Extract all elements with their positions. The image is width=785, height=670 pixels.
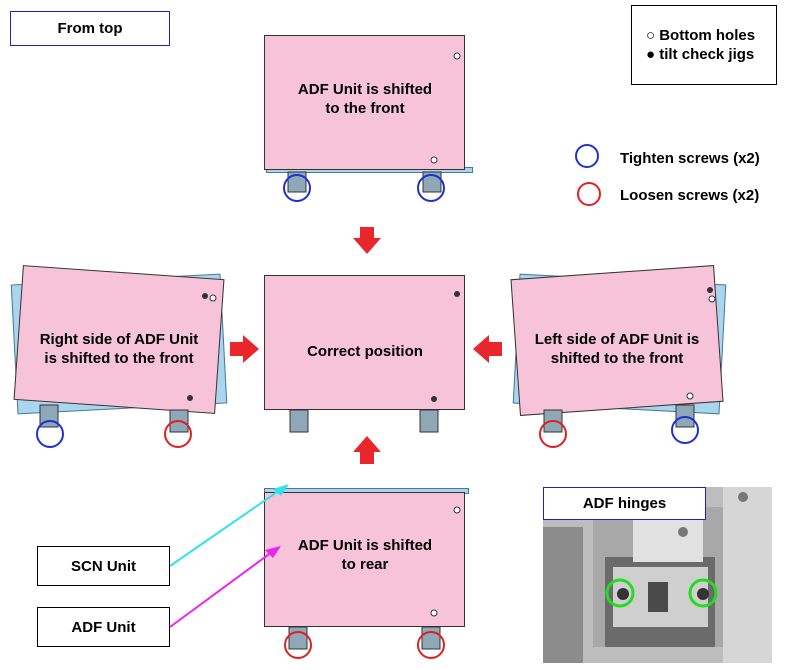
arrow-left-icon — [473, 335, 502, 363]
loosen-circle-icon — [577, 182, 601, 206]
adf-unit-label: ADF Unit — [37, 607, 170, 647]
arrow-down-icon — [353, 227, 381, 254]
tighten-screw-icon — [417, 174, 445, 202]
loosen-screw-icon — [164, 420, 192, 448]
adf-unit-bottom — [264, 492, 465, 627]
label-center: Correct position — [307, 343, 423, 360]
from-top-label: From top — [10, 11, 170, 46]
tighten-circle-icon — [575, 144, 599, 168]
jig-icon — [431, 396, 437, 402]
label-right: Left side of ADF Unit is shifted to the … — [534, 331, 700, 367]
hole-icon — [453, 52, 461, 60]
loosen-screw-icon — [539, 420, 567, 448]
legend-bottom-holes: ○ Bottom holes — [646, 27, 756, 44]
tighten-screw-icon — [36, 420, 64, 448]
jig-icon — [454, 291, 460, 297]
label-top: ADF Unit is shifted to the front — [297, 81, 433, 117]
loosen-legend: Loosen screws (x2) — [620, 187, 760, 204]
loosen-screw-icon — [417, 631, 445, 659]
arrow-up-icon — [353, 436, 381, 464]
adf-hinges-label: ADF hinges — [543, 487, 706, 520]
arrow-right-icon — [230, 335, 259, 363]
loosen-screw-icon — [284, 631, 312, 659]
scn-unit-label: SCN Unit — [37, 546, 170, 586]
label-left: Right side of ADF Unit is shifted to the… — [39, 331, 199, 367]
hinge-screw-circle-icon — [688, 578, 718, 608]
adf-unit-center — [264, 275, 465, 410]
legend-box: ○ Bottom holes ● tilt check jigs — [631, 5, 777, 85]
tighten-screw-icon — [671, 416, 699, 444]
hinges-photo — [543, 487, 772, 663]
legend-tilt-jigs: ● tilt check jigs — [646, 46, 755, 63]
adf-unit-top — [264, 35, 465, 170]
tighten-legend: Tighten screws (x2) — [620, 150, 760, 167]
label-bottom: ADF Unit is shifted to rear — [297, 537, 433, 573]
hole-icon — [430, 156, 438, 164]
hinge-screw-circle-icon — [605, 578, 635, 608]
tighten-screw-icon — [283, 174, 311, 202]
